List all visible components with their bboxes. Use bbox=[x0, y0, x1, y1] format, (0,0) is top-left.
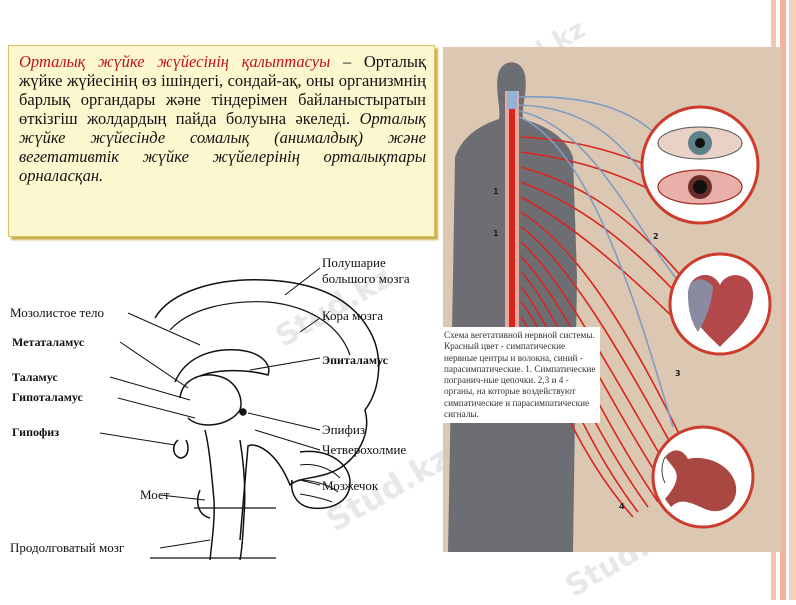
label-thalamus: Таламус bbox=[12, 370, 58, 384]
leader-lines bbox=[99, 267, 321, 549]
corpus-callosum bbox=[174, 349, 270, 383]
brain-outline bbox=[154, 279, 380, 541]
textbox-title: Орталық жүйке жүйесінің қалыптасуы bbox=[19, 52, 331, 71]
label-pons: Мост bbox=[140, 487, 170, 502]
definition-textbox: Орталық жүйке жүйесінің қалыптасуы – Орт… bbox=[8, 45, 435, 237]
marker-number: 4 bbox=[619, 502, 625, 511]
label-cerebellum: Мозжечок bbox=[322, 478, 379, 493]
label-hypothalamus: Гипоталамус bbox=[12, 390, 83, 404]
epiphysis-dot bbox=[239, 408, 247, 416]
label-cortex: Кора мозга bbox=[322, 308, 384, 323]
organ-eye-circle bbox=[640, 105, 760, 225]
pons-outline bbox=[197, 489, 211, 519]
organ-stomach-circle bbox=[651, 425, 755, 529]
label-corpus-callosum: Мозолистое тело bbox=[10, 305, 104, 320]
brain-inner-contour bbox=[169, 301, 351, 356]
marker-number: 1 bbox=[493, 229, 499, 238]
label-pituitary: Гипофиз bbox=[12, 425, 60, 439]
autonomic-figure: 1 1 2 3 4 bbox=[443, 47, 782, 552]
organ-heart-circle bbox=[668, 252, 772, 356]
cerebellum bbox=[290, 450, 351, 510]
autonomic-illustration bbox=[448, 62, 772, 552]
marker-number: 3 bbox=[675, 369, 681, 378]
label-medulla: Продолговатый мозг bbox=[10, 540, 125, 555]
marker-number: 2 bbox=[653, 232, 659, 241]
textbox-italic-end: Орталық жүйке жүйесінде сомалық (анималд… bbox=[19, 109, 426, 185]
brainstem-right bbox=[239, 439, 246, 561]
decor-stripe-2 bbox=[780, 0, 786, 600]
autonomic-caption: Схема вегетативной нервной системы. Крас… bbox=[440, 327, 600, 424]
label-epiphysis: Эпифиз bbox=[322, 422, 366, 437]
label-hemisphere: Полушарие большого мозга bbox=[322, 255, 410, 286]
textbox-body: – Орталық жүйке жүйесінің өз ішіндегі, с… bbox=[19, 52, 426, 128]
decor-stripe-3 bbox=[789, 0, 796, 600]
thalamus-outline bbox=[179, 374, 242, 426]
label-metathalamus: Метаталамус bbox=[12, 335, 85, 349]
marker-number: 1 bbox=[493, 187, 499, 196]
brainstem bbox=[204, 429, 215, 561]
label-quadrigemina: Четверохолмие bbox=[322, 442, 407, 457]
label-epithalamus: Эпиталамус bbox=[322, 353, 388, 367]
brain-diagram bbox=[99, 267, 380, 561]
pituitary bbox=[173, 439, 189, 459]
